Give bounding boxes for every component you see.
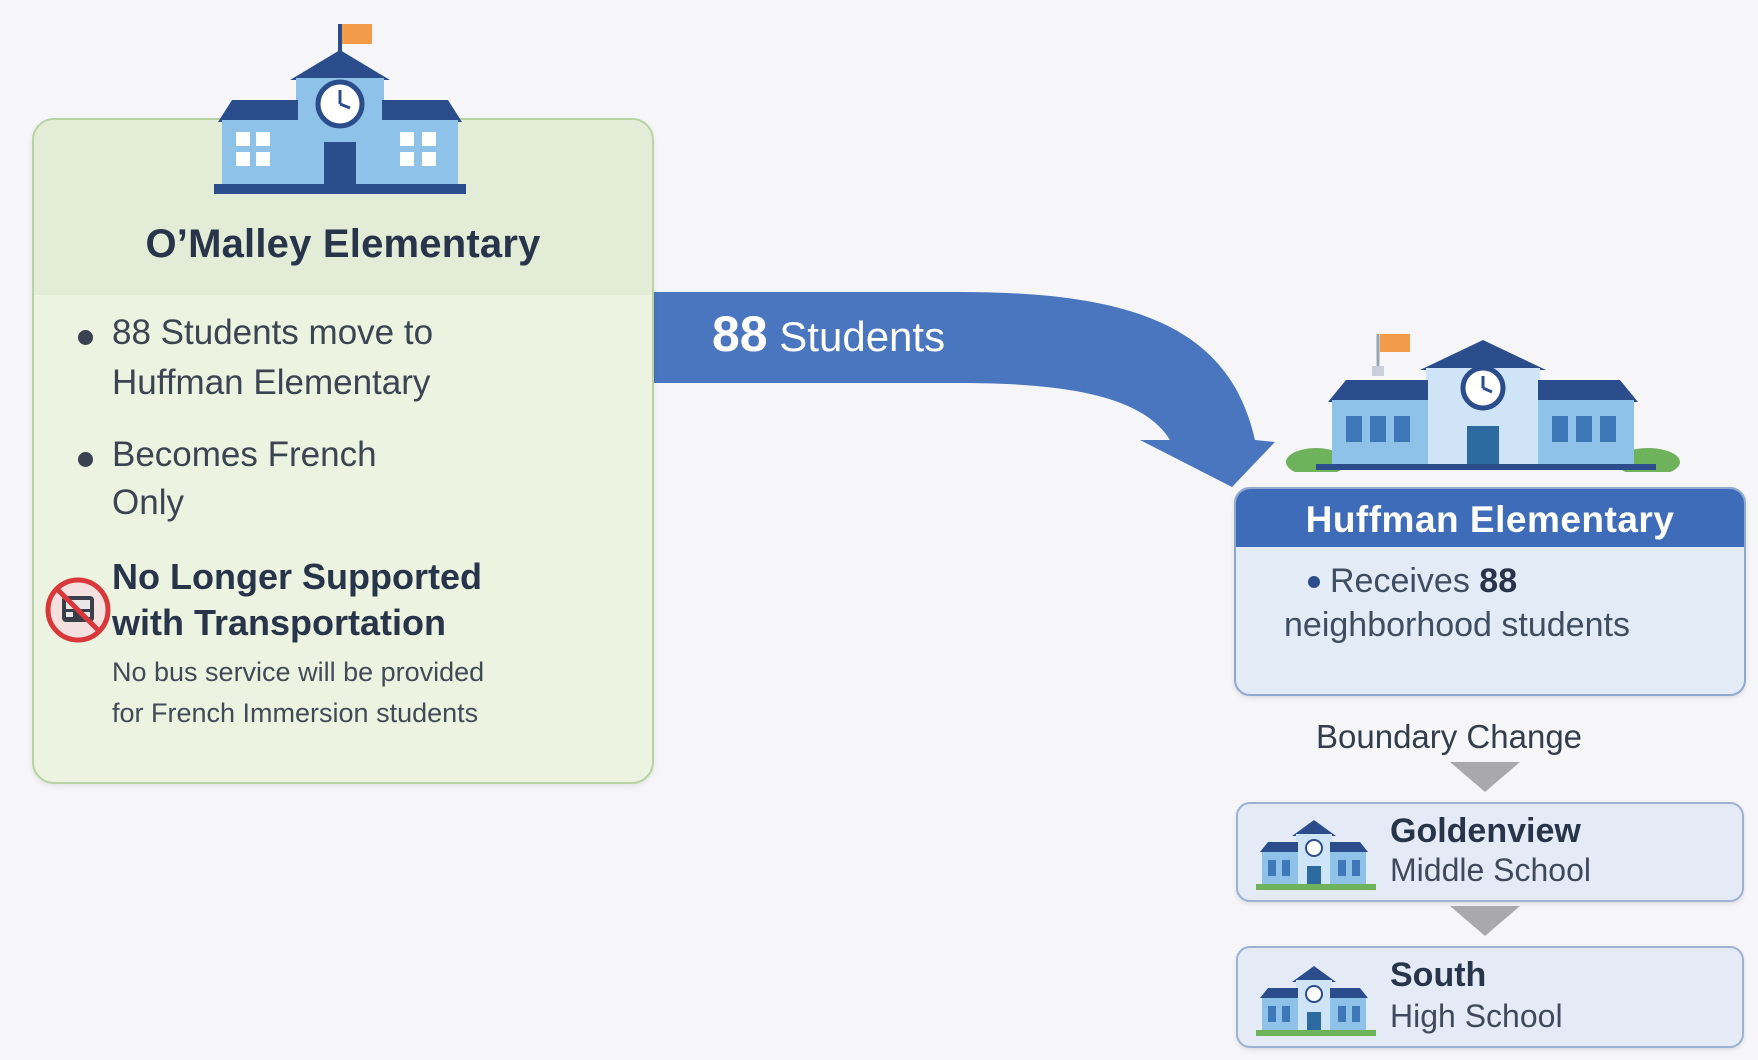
receives-suffix: neighborhood students — [1284, 606, 1630, 644]
bullet-1-line-2: Huffman Elementary — [112, 363, 431, 402]
school-building-icon — [1286, 334, 1680, 472]
target-school-card: Huffman Elementary Receives 88 neighborh… — [1234, 487, 1746, 696]
bullet-2-line-1: Becomes French — [112, 435, 377, 474]
school-building-icon — [1256, 820, 1376, 890]
down-arrow-icon — [1450, 762, 1520, 792]
target-school-header — [1236, 489, 1744, 547]
receives-line: Receives 88 — [1330, 559, 1517, 603]
high-school-line-2: High School — [1390, 998, 1563, 1034]
warning-detail-line-2: for French Immersion students — [112, 698, 479, 728]
flow-arrow-label: 88 Students — [712, 305, 945, 363]
receives-count: 88 — [1479, 562, 1518, 600]
high-school-line-1: South — [1390, 956, 1487, 994]
boundary-change-label: Boundary Change — [1316, 718, 1583, 755]
bullet-1-line-1: 88 Students move to — [112, 313, 434, 352]
no-bus-icon — [45, 577, 111, 643]
warning-title-line-2: with Transportation — [112, 602, 447, 643]
bullet-dot — [1308, 576, 1320, 588]
target-school-name: Huffman Elementary — [1305, 499, 1675, 540]
source-school-name: O’Malley Elementary — [145, 222, 541, 266]
bullet-dot — [78, 330, 93, 345]
flow-arrow-shape — [648, 292, 1275, 487]
flow-count: 88 — [712, 306, 768, 362]
flow-unit: Students — [779, 313, 946, 360]
high-school-card: South High School — [1236, 946, 1744, 1048]
warning-detail-line-1: No bus service will be provided — [112, 657, 485, 687]
school-building-icon — [214, 24, 466, 194]
source-school-card: O’Malley Elementary 88 Students move to … — [32, 118, 654, 784]
middle-school-line-1: Goldenview — [1390, 812, 1581, 850]
bullet-dot — [78, 452, 93, 467]
bullet-2-line-2: Only — [112, 483, 184, 522]
school-building-icon — [1256, 966, 1376, 1036]
middle-school-line-2: Middle School — [1390, 852, 1591, 888]
down-arrow-icon — [1450, 906, 1520, 936]
warning-title-line-1: No Longer Supported — [112, 556, 482, 597]
middle-school-card: Goldenview Middle School — [1236, 802, 1744, 902]
receives-prefix: Receives — [1330, 562, 1470, 600]
